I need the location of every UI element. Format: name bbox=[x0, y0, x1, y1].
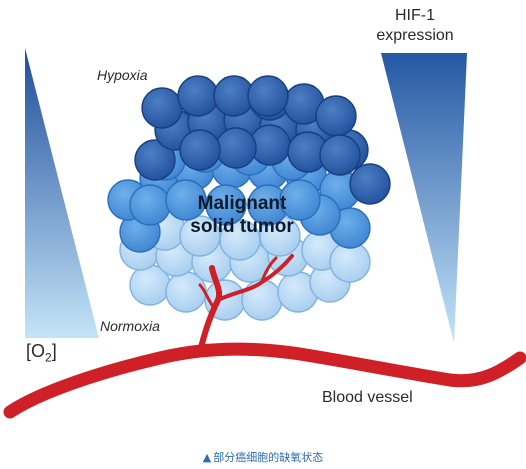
caption-text: 部分癌细胞的缺氧状态 bbox=[213, 451, 324, 464]
tumor-cell-cluster bbox=[107, 75, 391, 321]
hypoxic-cell bbox=[215, 127, 257, 169]
normoxic-cell bbox=[241, 279, 283, 321]
hypoxic-cell bbox=[315, 95, 357, 137]
vessel-branch bbox=[260, 256, 278, 284]
o2-close: ] bbox=[51, 341, 57, 361]
figure-caption: ▲部分癌细胞的缺氧状态 bbox=[0, 449, 526, 465]
tumor-label-line2: solid tumor bbox=[190, 216, 294, 237]
caption-marker-icon: ▲ bbox=[202, 451, 212, 464]
hif1-gradient-wedge bbox=[381, 53, 467, 343]
hypoxic-cell bbox=[349, 163, 391, 205]
intermediate-cell bbox=[205, 184, 247, 226]
hypoxia-label: Hypoxia bbox=[97, 67, 148, 83]
hypoxic-cell bbox=[319, 134, 361, 176]
vessel-branch bbox=[198, 283, 216, 310]
hypoxic-cell bbox=[141, 87, 183, 129]
normoxia-label: Normoxia bbox=[100, 318, 160, 334]
hypoxic-cell bbox=[134, 139, 176, 181]
blood-vessel bbox=[3, 342, 526, 419]
blood-vessel-label: Blood vessel bbox=[322, 389, 413, 406]
hypoxic-cell bbox=[177, 75, 219, 117]
o2-open: [O bbox=[26, 341, 46, 361]
hif1-line1: HIF-1 bbox=[395, 7, 435, 24]
intermediate-cell bbox=[279, 179, 321, 221]
oxygen-concentration-label: [O2] bbox=[26, 341, 57, 365]
hypoxic-cell bbox=[247, 75, 289, 117]
hif1-expression-label: HIF-1 expression bbox=[360, 6, 470, 46]
oxygen-gradient-wedge bbox=[25, 48, 99, 338]
tumor-label: Malignant solid tumor bbox=[162, 192, 322, 238]
tumor-label-line1: Malignant bbox=[197, 193, 287, 214]
hif1-line2: expression bbox=[376, 27, 454, 44]
hypoxic-cell bbox=[179, 129, 221, 171]
o2-subscript: 2 bbox=[45, 350, 52, 365]
